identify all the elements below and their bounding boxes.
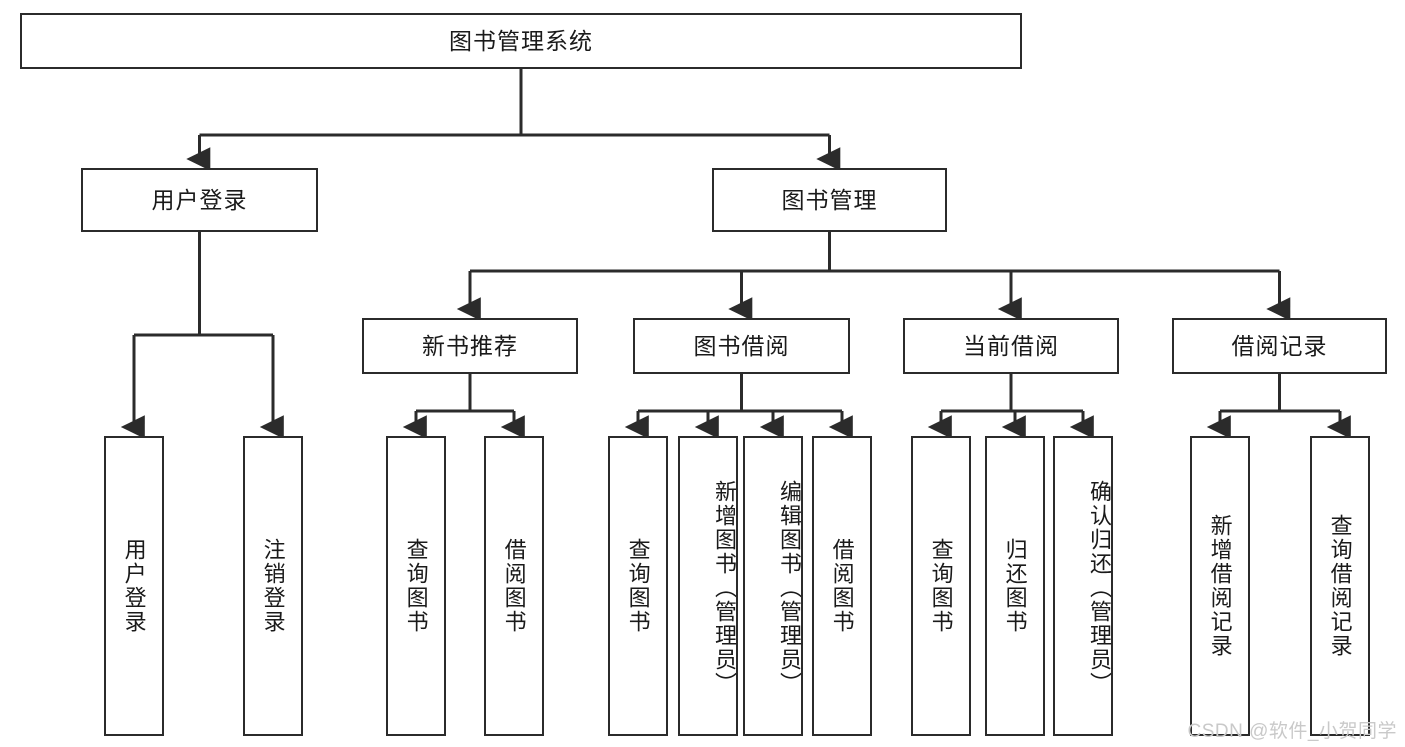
node-label: 当前借阅 bbox=[963, 332, 1059, 359]
node-label: 新增图书（管理员） bbox=[712, 480, 737, 696]
node-leaf-edit-book[interactable]: 编辑图书（管理员） bbox=[743, 436, 803, 736]
node-user-login[interactable]: 用户登录 bbox=[81, 168, 318, 232]
node-label: 借阅图书 bbox=[829, 538, 855, 634]
node-label: 查询图书 bbox=[928, 538, 954, 634]
node-label: 编辑图书（管理员） bbox=[777, 480, 802, 696]
node-leaf-user-login[interactable]: 用户登录 bbox=[104, 436, 164, 736]
node-label: 图书管理 bbox=[781, 186, 878, 213]
node-leaf-query-book-2[interactable]: 查询图书 bbox=[608, 436, 668, 736]
node-label: 查询借阅记录 bbox=[1327, 514, 1353, 658]
node-root-title[interactable]: 图书管理系统 bbox=[20, 13, 1022, 69]
node-leaf-return-book[interactable]: 归还图书 bbox=[985, 436, 1045, 736]
node-leaf-query-book-1[interactable]: 查询图书 bbox=[386, 436, 446, 736]
node-leaf-query-book-3[interactable]: 查询图书 bbox=[911, 436, 971, 736]
node-book-management[interactable]: 图书管理 bbox=[712, 168, 947, 232]
watermark-text: CSDN @软件_小贺同学 bbox=[1187, 721, 1397, 742]
node-label: 确认归还（管理员） bbox=[1087, 480, 1112, 696]
node-label: 查询图书 bbox=[625, 538, 651, 634]
node-leaf-borrow-book-2[interactable]: 借阅图书 bbox=[812, 436, 872, 736]
node-label: 图书借阅 bbox=[693, 332, 790, 359]
node-label: 借阅记录 bbox=[1231, 332, 1328, 359]
node-label: 用户登录 bbox=[121, 538, 147, 634]
node-leaf-add-book[interactable]: 新增图书（管理员） bbox=[678, 436, 738, 736]
node-new-book-recommend[interactable]: 新书推荐 bbox=[362, 318, 578, 374]
node-label: 新书推荐 bbox=[422, 332, 518, 359]
node-leaf-query-record[interactable]: 查询借阅记录 bbox=[1310, 436, 1370, 736]
node-label: 图书管理系统 bbox=[449, 27, 593, 54]
node-borrow-record[interactable]: 借阅记录 bbox=[1172, 318, 1387, 374]
node-leaf-logout[interactable]: 注销登录 bbox=[243, 436, 303, 736]
node-current-borrow[interactable]: 当前借阅 bbox=[903, 318, 1119, 374]
node-label: 新增借阅记录 bbox=[1207, 514, 1233, 658]
node-label: 借阅图书 bbox=[501, 538, 527, 634]
node-label: 归还图书 bbox=[1002, 538, 1028, 634]
node-leaf-add-record[interactable]: 新增借阅记录 bbox=[1190, 436, 1250, 736]
node-label: 注销登录 bbox=[260, 538, 286, 634]
node-leaf-borrow-book-1[interactable]: 借阅图书 bbox=[484, 436, 544, 736]
node-label: 用户登录 bbox=[151, 186, 248, 213]
node-label: 查询图书 bbox=[403, 538, 429, 634]
node-leaf-confirm-return[interactable]: 确认归还（管理员） bbox=[1053, 436, 1113, 736]
node-book-borrow[interactable]: 图书借阅 bbox=[633, 318, 850, 374]
